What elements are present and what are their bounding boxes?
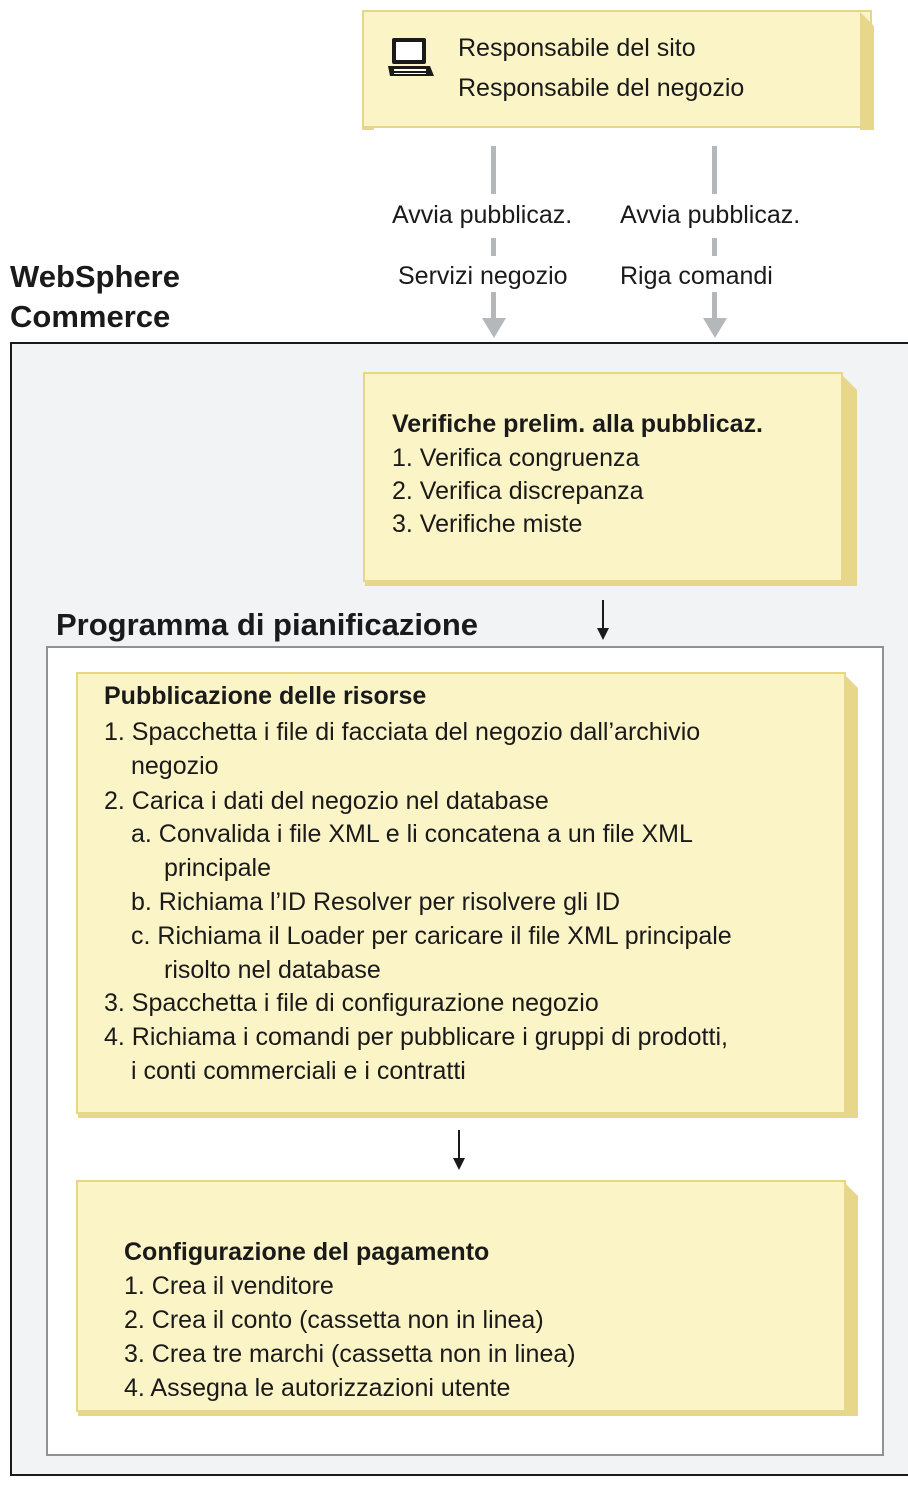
resources-frame (76, 672, 846, 1114)
user-box-frame (362, 10, 872, 128)
flow-arrow-line (602, 600, 604, 630)
user-role-site: Responsabile del sito (458, 34, 696, 62)
resources-title: Pubblicazione delle risorse (104, 682, 427, 710)
payment-edge (844, 1182, 858, 1416)
payment-item: 4. Assegna le autorizzazioni utente (124, 1374, 511, 1402)
resources-line: negozio (131, 752, 219, 780)
prechecks-item: 2. Verifica discrepanza (392, 477, 644, 505)
arrow-down-icon (453, 1158, 465, 1170)
resources-line: risolto nel database (164, 956, 381, 984)
payment-item: 3. Crea tre marchi (cassetta non in line… (124, 1340, 576, 1368)
resources-line: i conti commerciali e i contratti (131, 1057, 466, 1085)
user-role-store: Responsabile del negozio (458, 74, 745, 102)
entry-label-source: Servizi negozio (398, 262, 568, 290)
user-box-edge (860, 12, 874, 130)
resources-line: principale (164, 854, 272, 882)
resources-line: a. Convalida i file XML e li concatena a… (131, 820, 693, 848)
entry-label-start: Avvia pubblicaz. (392, 201, 573, 229)
arrow-down-icon (597, 628, 609, 640)
prechecks-item: 3. Verifiche miste (392, 510, 583, 538)
connector-line (712, 292, 717, 318)
prechecks-edge (841, 374, 857, 584)
connector-line (712, 146, 717, 194)
resources-bottom-edge (78, 1112, 858, 1118)
payment-item: 2. Crea il conto (cassetta non in linea) (124, 1306, 544, 1334)
arrow-down-icon (703, 318, 727, 338)
connector-line (491, 146, 496, 194)
payment-title: Configurazione del pagamento (124, 1238, 490, 1266)
arrow-down-icon (482, 318, 506, 338)
resources-line: 1. Spacchetta i file di facciata del neg… (104, 718, 701, 746)
resources-edge (844, 674, 858, 1118)
resources-line: 2. Carica i dati del negozio nel databas… (104, 787, 549, 815)
payment-item: 1. Crea il venditore (124, 1272, 334, 1300)
connector-line (491, 238, 496, 256)
entry-label-source: Riga comandi (620, 262, 773, 290)
prechecks-title: Verifiche prelim. alla pubblicaz. (392, 410, 763, 438)
payment-bottom-edge (78, 1410, 858, 1416)
prechecks-bottom-edge (365, 580, 857, 586)
laptop-icon (388, 36, 436, 78)
connector-line (712, 238, 717, 256)
scheduler-title: Programma di pianificazione (56, 607, 479, 642)
entry-label-start: Avvia pubblicaz. (620, 201, 801, 229)
prechecks-item: 1. Verifica congruenza (392, 444, 640, 472)
resources-line: b. Richiama l’ID Resolver per risolvere … (131, 888, 621, 916)
resources-line: 4. Richiama i comandi per pubblicare i g… (104, 1023, 728, 1051)
flow-arrow-line (458, 1130, 460, 1160)
system-title-line1: WebSphere (10, 259, 180, 294)
prechecks-frame (363, 372, 843, 582)
system-title-line2: Commerce (10, 299, 171, 334)
connector-line (491, 292, 496, 318)
resources-line: c. Richiama il Loader per caricare il fi… (131, 922, 732, 950)
resources-line: 3. Spacchetta i file di configurazione n… (104, 989, 599, 1017)
